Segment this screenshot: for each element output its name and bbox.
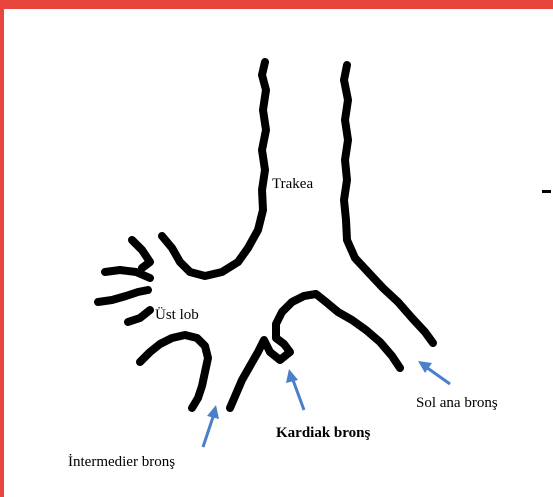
edge-dash-mark <box>542 190 551 193</box>
inner-carina-wall <box>230 294 400 408</box>
label-cardiac-bronchus: Kardiak bronş <box>276 425 370 441</box>
airway-drawing <box>98 62 433 408</box>
label-intermediate-bronchus: İntermedier bronş <box>68 454 175 470</box>
trachea-right-wall <box>344 65 433 343</box>
intermediate-bronchus-outer-wall <box>140 335 208 408</box>
cardiac-bronchus-arrow <box>286 369 304 410</box>
label-left-main-bronchus: Sol ana bronş <box>416 395 498 411</box>
upper-lobe-spoke-2 <box>105 270 150 278</box>
upper-lobe-spoke-4 <box>128 310 150 322</box>
label-upper-lobe: Üst lob <box>155 306 199 323</box>
upper-lobe-spoke-3 <box>98 290 148 302</box>
left-main-bronchus-arrow <box>418 361 450 384</box>
upper-lobe-spoke-1 <box>132 240 150 268</box>
trachea-left-wall <box>162 62 266 276</box>
intermediate-bronchus-arrow <box>203 405 219 447</box>
label-trachea: Trakea <box>272 176 313 192</box>
